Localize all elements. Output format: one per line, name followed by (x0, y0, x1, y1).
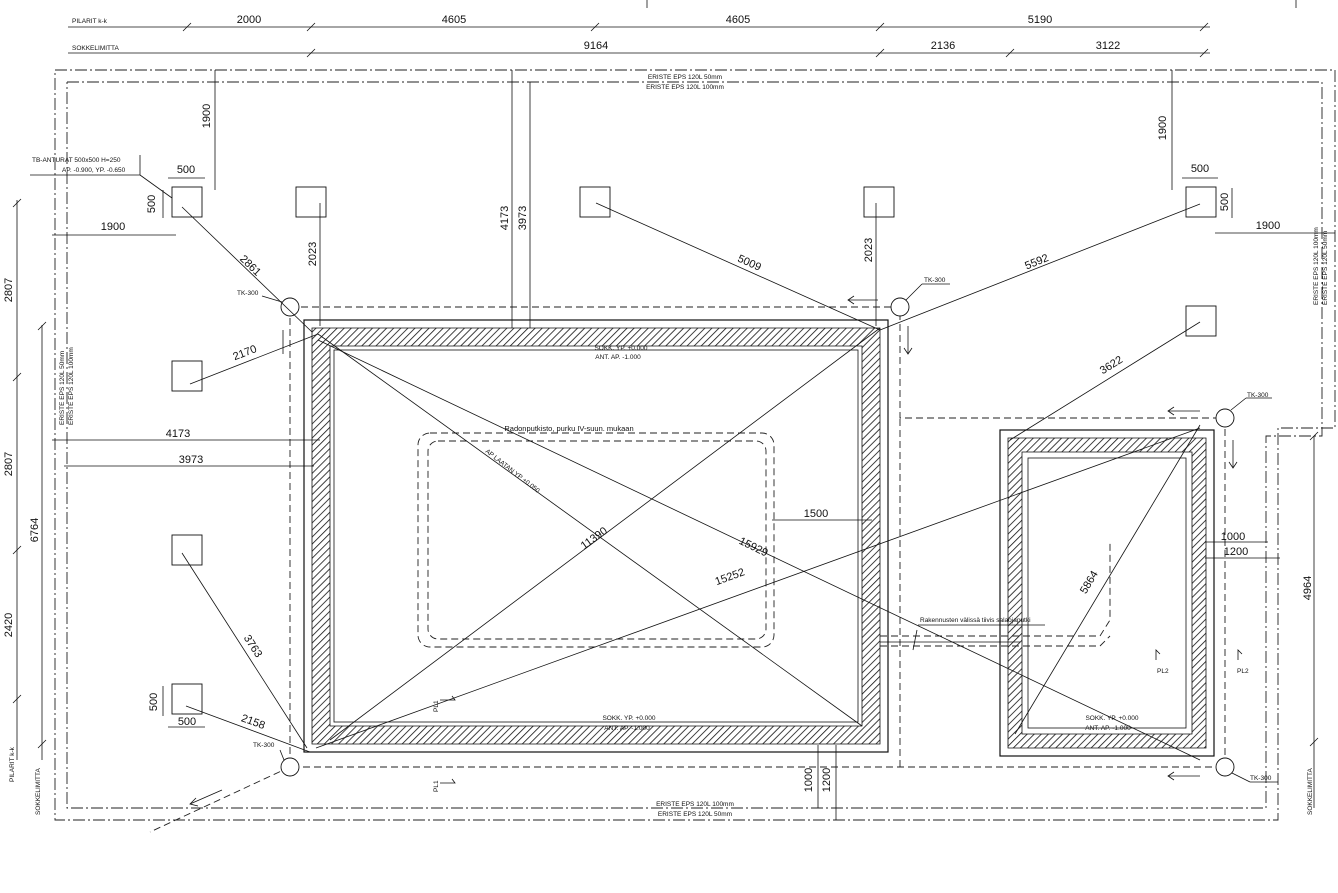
footing-7 (1185, 305, 1217, 337)
dim-500-b: 500 (146, 195, 158, 213)
eriste-right-1: ERISTE EPS 120L 100mm (1313, 227, 1320, 305)
eriste-left-1: ERISTE EPS 120L 50mm (59, 351, 66, 425)
eriste-top-2: ERISTE EPS 120L 100mm (646, 84, 724, 91)
dim-4173-top: 4173 (499, 206, 511, 230)
tk300-wells (261, 283, 1278, 783)
dim-5592: 5592 (1023, 252, 1050, 272)
footing-1 (171, 186, 203, 218)
footing-6 (171, 360, 203, 392)
dim-2023-a: 2023 (307, 242, 319, 266)
ant-ap-main-top: ANT. AP. -1.000 (595, 354, 641, 361)
pl2-marker-b: PL2 (1237, 668, 1249, 675)
tk300-label-4: TK-300 (253, 742, 275, 749)
eriste-left-2: ERISTE EPS 120L 100mm (68, 347, 75, 425)
small-foundation (999, 429, 1215, 757)
side-dimension-lines (12, 198, 1319, 808)
eriste-bottom-1: ERISTE EPS 120L 100mm (656, 801, 734, 808)
dim-4173-left: 4173 (166, 428, 190, 440)
dim-500-f: 500 (178, 716, 196, 728)
left-pilarit-2: 2807 (3, 452, 15, 476)
dim-3763: 3763 (241, 633, 264, 660)
pilarit-dim-3: 4605 (726, 14, 750, 26)
footing-3 (579, 186, 611, 218)
dim-1000-a: 1000 (803, 768, 815, 792)
tk300-label-1: TK-300 (237, 290, 259, 297)
ant-ap-main-bottom: ANT. AP. -1.000 (604, 725, 650, 732)
ant-ap-small: ANT. AP. -1.000 (1085, 725, 1131, 732)
sokkeli-dim-2: 2136 (931, 40, 955, 52)
dim-3622: 3622 (1098, 354, 1125, 377)
pilarit-label: PILARIT k-k (72, 18, 108, 25)
pilarit-dim-2: 4605 (442, 14, 466, 26)
footing-4 (863, 186, 895, 218)
eriste-top-1: ERISTE EPS 120L 50mm (648, 74, 722, 81)
sokkeli-label: SOKKELIMITTA (72, 45, 119, 52)
radon-label: Radonputkisto, purku IV-suun. mukaan (504, 424, 633, 433)
left-pilarit-3: 2420 (3, 613, 15, 637)
dim-2158: 2158 (239, 712, 266, 732)
main-foundation (303, 319, 889, 753)
tk300-label-3: TK-300 (1247, 392, 1269, 399)
dim-500-e: 500 (148, 693, 160, 711)
pl2-marker-a: PL2 (1157, 668, 1169, 675)
dim-5864: 5864 (1078, 569, 1101, 596)
dim-1200-b: 1200 (1224, 546, 1248, 558)
dim-1200-a: 1200 (821, 768, 833, 792)
left-sokkeli: 6764 (29, 518, 41, 542)
left-sokkeli-label: SOKKELIMITTA (35, 768, 42, 815)
sokk-yp-main-top: SOKK. YP. +0.000 (594, 345, 647, 352)
sokkeli-dim-1: 9164 (584, 40, 608, 52)
dim-3973-left: 3973 (179, 454, 203, 466)
footing-2 (295, 186, 327, 218)
sokk-yp-main-bottom: SOKK. YP. +0.000 (602, 715, 655, 722)
top-dimension-sokkeli: SOKKELIMITTA 9164 2136 3122 (68, 40, 1210, 58)
dim-2861: 2861 (237, 253, 263, 279)
rakennusten-label: Rakennusten välissä tiivis salaojaputki (920, 617, 1031, 624)
drain-dashed-lines (149, 306, 1226, 833)
dim-500-d: 500 (1219, 193, 1231, 211)
tk300-label-2: TK-300 (924, 277, 946, 284)
dim-1000-b: 1000 (1221, 531, 1245, 543)
eriste-right-2: ERISTE EPS 120L 50mm (1322, 231, 1329, 305)
dim-1900-b: 1900 (1157, 116, 1169, 140)
section-markers (440, 649, 1243, 784)
measure-lines (52, 70, 1335, 820)
ap-laatan-label: AP LAATAN YP +0.050 (484, 448, 541, 495)
dim-1900-c: 1900 (101, 221, 125, 233)
right-sokkeli: 4964 (1302, 576, 1314, 600)
right-sokkeli-label: SOKKELIMITTA (1307, 768, 1314, 815)
dim-500-a: 500 (177, 164, 195, 176)
dim-1900-d: 1900 (1256, 220, 1280, 232)
dim-2170: 2170 (231, 343, 258, 363)
sokkeli-dim-3: 3122 (1096, 40, 1120, 52)
dim-2023-b: 2023 (863, 238, 875, 262)
dim-1900-a: 1900 (201, 104, 213, 128)
sokk-yp-small: SOKK. YP. +0.000 (1085, 715, 1138, 722)
dim-11390: 11390 (579, 525, 610, 552)
dim-15252: 15252 (714, 566, 747, 588)
tb-anturat-line-1: TB-ANTURAT 500x500 H=250 (32, 157, 121, 164)
dim-1500: 1500 (804, 508, 828, 520)
dim-3973-top: 3973 (517, 206, 529, 230)
eriste-bottom-2: ERISTE EPS 120L 50mm (658, 811, 732, 818)
tk300-label-5: TK-300 (1250, 775, 1272, 782)
footing-8 (171, 534, 203, 566)
dim-15929: 15929 (737, 535, 770, 559)
dim-5009: 5009 (736, 253, 763, 274)
footing-9 (171, 683, 203, 715)
radon-pipe (417, 432, 1111, 651)
dim-500-c: 500 (1191, 163, 1209, 175)
left-pilarit-label: PILARIT k-k (9, 746, 16, 782)
pl1-marker-b: PL1 (433, 780, 440, 792)
insulation-outline (54, 69, 1336, 821)
pilarit-dim-1: 2000 (237, 14, 261, 26)
top-dimension-pilarit: PILARIT k-k 2000 4605 4605 5190 (68, 0, 1297, 32)
pilarit-dim-4: 5190 (1028, 14, 1052, 26)
tb-anturat-line-2: AP. -0.900, YP. -0.650 (62, 167, 126, 174)
flow-arrows (189, 295, 1238, 807)
left-pilarit-1: 2807 (3, 278, 15, 302)
pl1-marker-a: PL1 (433, 700, 440, 712)
footing-5 (1185, 186, 1217, 218)
